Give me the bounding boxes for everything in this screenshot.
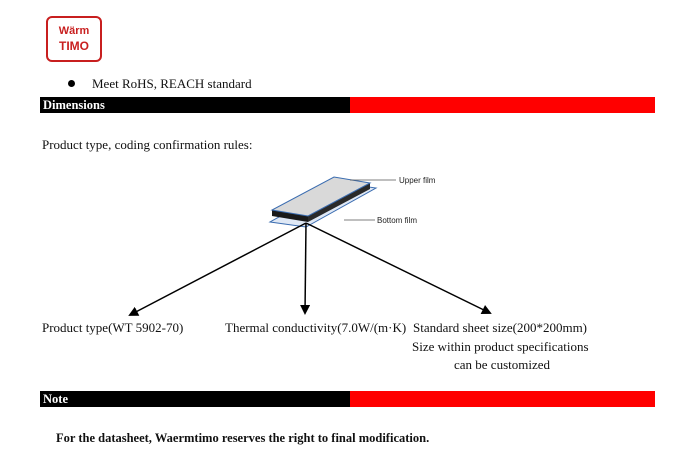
arrow-middle — [300, 222, 311, 315]
logo-line1: Wärm — [58, 25, 90, 37]
arrow-left — [128, 222, 307, 316]
bar-red-part — [350, 391, 655, 407]
block-front-side — [272, 210, 308, 222]
arrow-right — [305, 222, 492, 314]
section-title-note: Note — [43, 392, 68, 406]
bar-red-part — [350, 97, 655, 113]
feature-item: Meet RoHS, REACH standard — [92, 76, 252, 91]
logo-line2: TIMO — [59, 39, 89, 53]
section-header-note: Note — [40, 391, 655, 407]
section-header-dimensions: Dimensions — [40, 97, 655, 113]
caption-product-type: Product type(WT 5902-70) — [42, 320, 184, 335]
caption-sheet-size: Standard sheet size(200*200mm) — [413, 320, 588, 335]
block-right-side — [308, 183, 370, 222]
company-logo: Wärm TIMO — [46, 16, 102, 62]
caption-thermal: Thermal conductivity(7.0W/(m·K) — [225, 320, 407, 335]
upper-film-shape — [270, 176, 372, 217]
note-text: For the datasheet, Waermtimo reserves th… — [56, 431, 430, 445]
bar-black-part — [40, 391, 350, 407]
bullet-icon — [68, 80, 75, 87]
caption-sheet-custom: can be customized — [454, 357, 551, 372]
upper-film-label: Upper film — [399, 176, 436, 185]
section-title-dimensions: Dimensions — [43, 98, 105, 112]
caption-sheet-spec: Size within product specifications — [412, 339, 589, 354]
bottom-film-label: Bottom film — [377, 216, 418, 225]
intro-text: Product type, coding confirmation rules: — [42, 137, 253, 152]
bar-black-part — [40, 97, 350, 113]
